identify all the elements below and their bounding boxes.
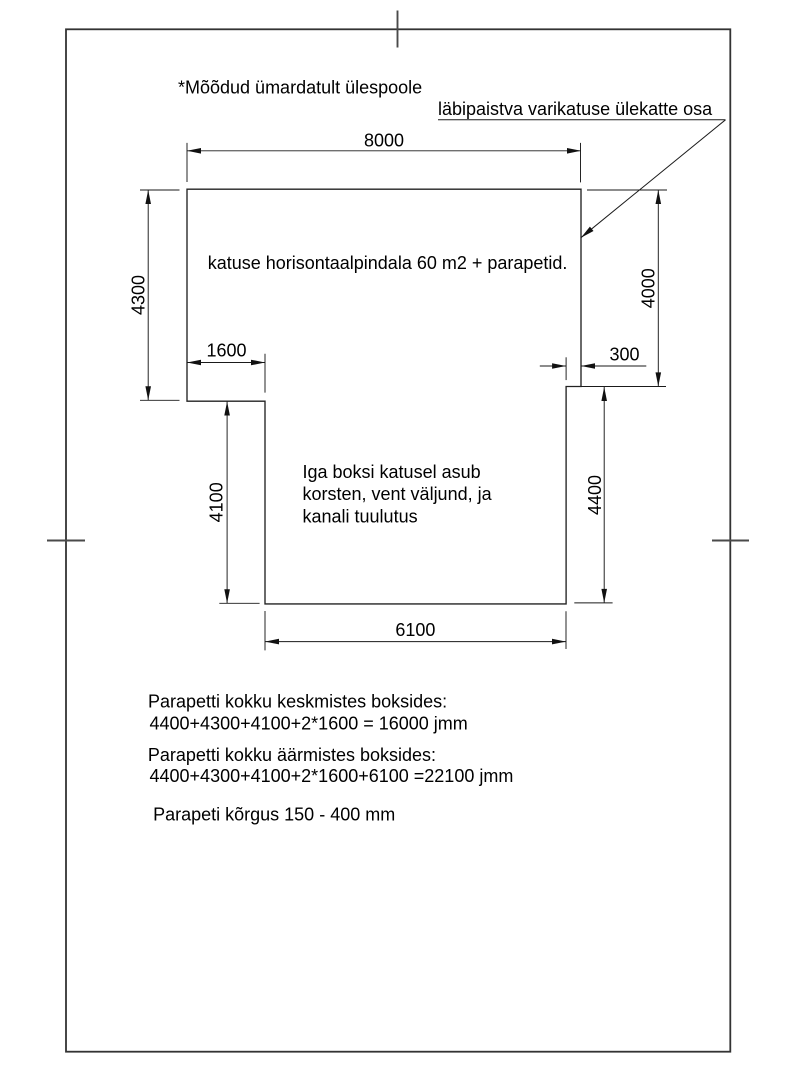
note-box-roof-line2: korsten, vent väljund, ja (303, 484, 493, 504)
arrowhead-left (581, 363, 595, 369)
leader-diagonal (580, 119, 726, 239)
note-box-roof-line3: kanali tuulutus (303, 507, 418, 527)
arrowhead-down (145, 386, 151, 401)
note-parapet-totals: Parapetti kokku keskmistes boksides: 440… (148, 692, 513, 825)
dimension-label: 1600 (206, 341, 246, 361)
arrowhead-right (251, 359, 265, 366)
arrowhead-up (224, 401, 230, 416)
dimension-label: 300 (609, 345, 639, 365)
dimension-bottom-width: 6100 (264, 611, 567, 651)
leader-label: läbipaistva varikatuse ülekatte osa (438, 99, 713, 119)
arrowhead-left (187, 148, 201, 154)
dimension-upper-left-height: 4300 (128, 189, 180, 401)
dimension-label: 4300 (128, 275, 148, 315)
dimension-lower-left-height: 4100 (207, 401, 260, 604)
arrowhead-up (655, 190, 662, 204)
dimension-label: 4000 (638, 268, 658, 308)
parapet-mid-formula: 4400+4300+4100+2*1600 = 16000 jmm (150, 714, 468, 734)
arrowhead-down (224, 589, 230, 604)
note-roof-area: katuse horisontaalpindala 60 m2 + parape… (208, 253, 568, 273)
arrowhead-right (552, 363, 567, 369)
note-box-roof: Iga boksi katusel asub korsten, vent väl… (303, 462, 493, 527)
dimension-label: 6100 (395, 620, 435, 640)
dimension-label: 4100 (207, 482, 227, 522)
parapet-height-note: Parapeti kõrgus 150 - 400 mm (153, 805, 395, 825)
arrowhead-left (187, 359, 201, 366)
arrowhead-up (601, 387, 607, 401)
arrowhead-right (567, 148, 581, 154)
dimension-upper-right-height: 4000 (581, 189, 667, 387)
arrowhead-right (552, 638, 566, 645)
dimension-right-step-width: 300 (539, 345, 647, 381)
dimension-label: 8000 (364, 130, 404, 150)
parapet-edge-formula: 4400+4300+4100+2*1600+6100 =22100 jmm (150, 766, 514, 786)
leader-transparent-canopy: läbipaistva varikatuse ülekatte osa (438, 99, 726, 239)
dimension-left-notch-width: 1600 (187, 341, 266, 393)
note-rounding: *Mõõdud ümardatult ülespoole (178, 78, 422, 98)
note-box-roof-line1: Iga boksi katusel asub (303, 462, 481, 482)
paper-frame (65, 28, 732, 1053)
arrowhead-down (655, 372, 662, 387)
arrowhead-up (145, 190, 151, 204)
leader-arrowhead (580, 226, 594, 238)
dimension-lower-right-height: 4400 (574, 387, 613, 604)
arrowhead-left (265, 638, 279, 645)
dimension-top-width: 8000 (186, 130, 581, 183)
parapet-edge-title: Parapetti kokku äärmistes boksides: (148, 745, 436, 765)
roof-outline (186, 188, 582, 605)
parapet-mid-title: Parapetti kokku keskmistes boksides: (148, 692, 447, 712)
arrowhead-down (601, 588, 607, 603)
dimension-label: 4400 (585, 475, 605, 515)
